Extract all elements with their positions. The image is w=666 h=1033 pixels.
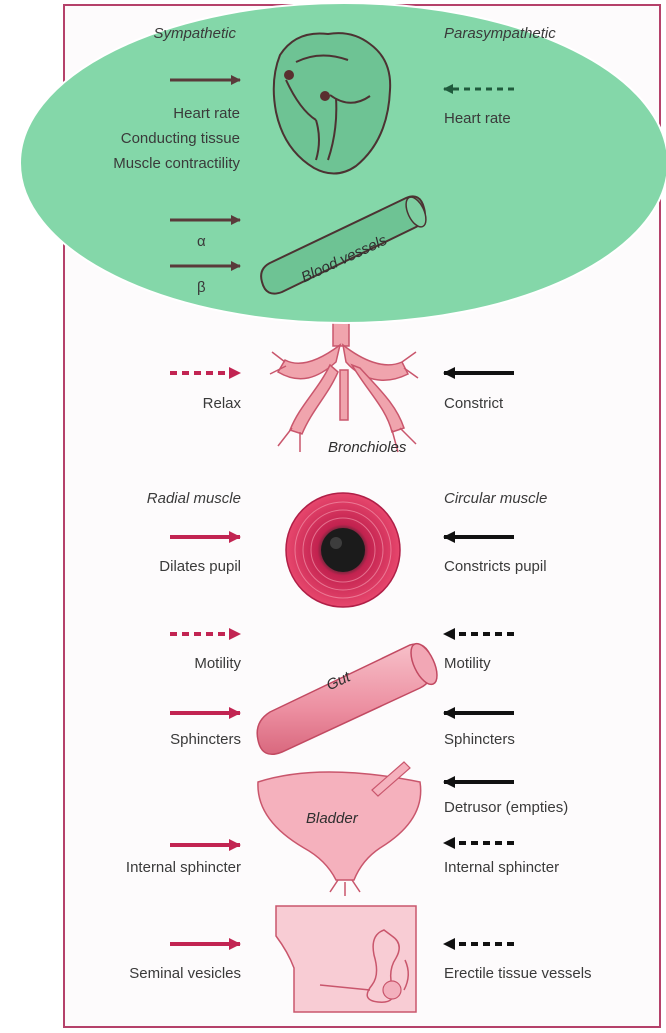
- gut-sphincters-para-label: Sphincters: [444, 731, 515, 748]
- beta-label: β: [197, 279, 206, 296]
- sympathetic-header: Sympathetic: [153, 25, 236, 42]
- gut-motility-para-label: Motility: [444, 655, 491, 672]
- constrict-label: Constrict: [444, 395, 504, 412]
- muscle-contractility-label: Muscle contractility: [113, 155, 240, 172]
- gut-motility-symp-label: Motility: [194, 655, 241, 672]
- internal-sphincter-symp-label: Internal sphincter: [126, 859, 241, 876]
- pelvis-illustration: [276, 906, 416, 1012]
- gut-sphincters-symp-label: Sphincters: [170, 731, 241, 748]
- radial-muscle-label: Radial muscle: [147, 490, 241, 507]
- heart-rate-para-label: Heart rate: [444, 110, 511, 127]
- parasympathetic-header: Parasympathetic: [444, 25, 556, 42]
- bladder-label: Bladder: [306, 810, 359, 827]
- erectile-tissue-label: Erectile tissue vessels: [444, 965, 592, 982]
- detrusor-label: Detrusor (empties): [444, 799, 568, 816]
- bronchioles-label: Bronchioles: [328, 439, 407, 456]
- internal-sphincter-para-label: Internal sphincter: [444, 859, 559, 876]
- conducting-tissue-label: Conducting tissue: [121, 130, 240, 147]
- relax-label: Relax: [203, 395, 242, 412]
- constricts-pupil-label: Constricts pupil: [444, 558, 547, 575]
- iris-illustration: [286, 493, 400, 607]
- circular-muscle-label: Circular muscle: [444, 490, 547, 507]
- seminal-vesicles-label: Seminal vesicles: [129, 965, 241, 982]
- alpha-label: α: [197, 233, 206, 250]
- heart-rate-symp-label: Heart rate: [173, 105, 240, 122]
- dilates-pupil-label: Dilates pupil: [159, 558, 241, 575]
